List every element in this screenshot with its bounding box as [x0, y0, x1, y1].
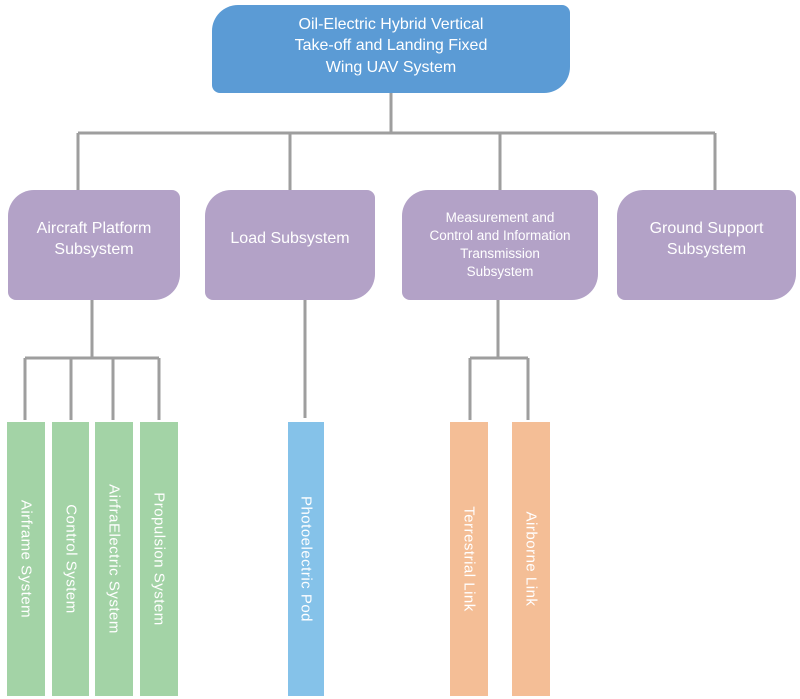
node-airfraelectric-system: AirfraElectric System — [95, 422, 133, 696]
node-label: Aircraft Platform Subsystem — [36, 219, 152, 258]
node-aircraft-platform-subsystem: Aircraft Platform Subsystem — [8, 190, 180, 300]
node-label: Oil-Electric Hybrid Vertical Take-off an… — [294, 16, 488, 76]
node-photoelectric-pod: Photoelectric Pod — [288, 422, 324, 696]
node-terrestrial-link: Terrestrial Link — [450, 422, 488, 696]
node-measurement-control-information-transmission-subsystem: Measurement and Control and Information … — [402, 190, 598, 300]
node-label: AirfraElectric System — [105, 484, 123, 634]
node-label: Load Subsystem — [230, 230, 350, 248]
node-ground-support-subsystem: Ground Support Subsystem — [617, 190, 796, 300]
node-load-subsystem: Load Subsystem — [205, 190, 375, 300]
node-airborne-link: Airborne Link — [512, 422, 550, 696]
node-propulsion-system: Propulsion System — [140, 422, 178, 696]
node-label: Airframe System — [17, 499, 35, 619]
node-label: Airborne Link — [522, 511, 540, 607]
node-airframe-system: Airframe System — [7, 422, 45, 696]
node-control-system: Control System — [52, 422, 89, 696]
node-label: Photoelectric Pod — [297, 495, 315, 623]
node-root-uav-system: Oil-Electric Hybrid Vertical Take-off an… — [212, 5, 570, 93]
node-label: Terrestrial Link — [460, 506, 478, 612]
node-label: Measurement and Control and Information … — [429, 210, 571, 279]
node-label: Ground Support Subsystem — [649, 219, 764, 258]
node-label: Control System — [62, 504, 79, 614]
node-label: Propulsion System — [150, 492, 168, 626]
